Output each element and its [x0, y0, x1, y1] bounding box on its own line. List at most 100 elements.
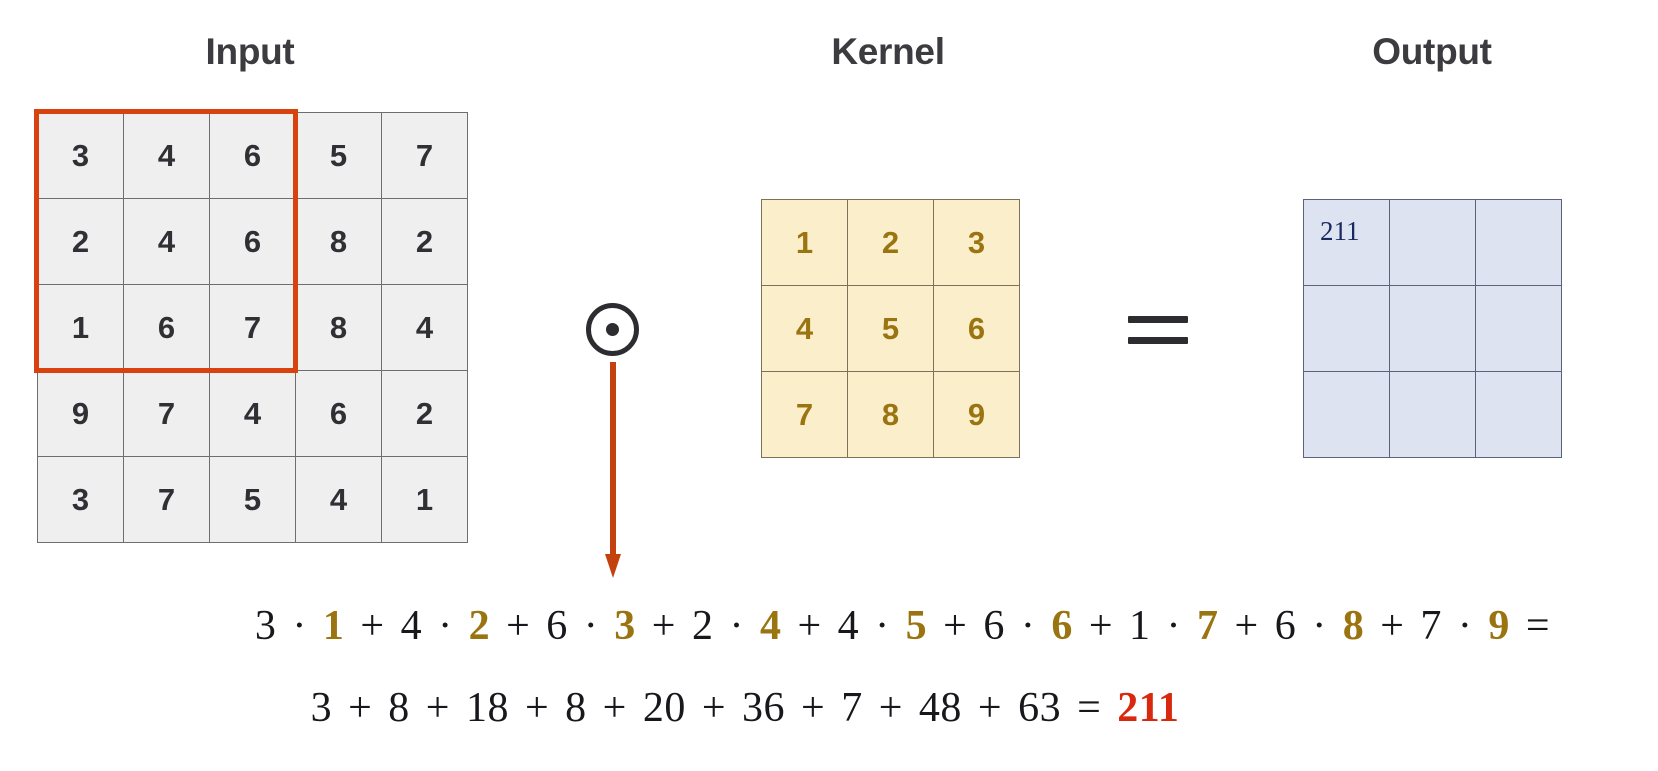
- equation-input-value: 6: [546, 603, 568, 649]
- output-cell-r0-c0: 211: [1304, 200, 1390, 286]
- equals-operator-icon: [1128, 300, 1188, 360]
- kernel-cell-r1-c1: 5: [848, 286, 934, 372]
- output-cell-r0-c2: [1476, 200, 1562, 286]
- kernel-cell-r2-c0: 7: [762, 372, 848, 458]
- equation-plus-sign: +: [513, 685, 561, 731]
- input-cell-r1-c1: 4: [124, 199, 210, 285]
- equation-input-value: 3: [254, 603, 277, 649]
- kernel-cell-r0-c0: 1: [762, 200, 848, 286]
- equation-result-value: 211: [1117, 685, 1180, 731]
- equation-multiply-sign: ·: [572, 603, 610, 649]
- kernel-cell-r1-c0: 4: [762, 286, 848, 372]
- input-cell-r3-c0: 9: [38, 371, 124, 457]
- equation-multiply-sign: ·: [1446, 603, 1484, 649]
- kernel-cell-r1-c2: 6: [934, 286, 1020, 372]
- equation-multiply-sign: ·: [864, 603, 901, 649]
- equation-products-line: 3 · 1 + 4 · 2 + 6 · 3 + 2 · 4 + 4 · 5 + …: [255, 602, 1555, 650]
- input-cell-r4-c0: 3: [38, 457, 124, 543]
- equation-product-value: 8: [388, 685, 410, 731]
- output-cell-r1-c1: [1390, 286, 1476, 372]
- equation-product-value: 3: [310, 685, 333, 731]
- equation-input-value: 7: [1420, 603, 1442, 649]
- equation-kernel-value: 2: [468, 603, 491, 649]
- equation-product-value: 48: [918, 685, 962, 731]
- equation-kernel-value: 6: [1051, 603, 1073, 649]
- equation-multiply-sign: ·: [718, 603, 755, 649]
- kernel-cell-r0-c2: 3: [934, 200, 1020, 286]
- equation-plus-sign: +: [495, 603, 542, 649]
- circled-dot-center: [606, 323, 619, 336]
- output-cell-r1-c2: [1476, 286, 1562, 372]
- equation-plus-sign: +: [790, 685, 837, 731]
- equation-plus-sign: +: [414, 685, 461, 731]
- input-cell-r0-c4: 7: [382, 113, 468, 199]
- input-cell-r4-c1: 7: [124, 457, 210, 543]
- equation-plus-sign: +: [591, 685, 638, 731]
- circled-dot-operator-icon: [586, 303, 639, 356]
- equals-bar-bottom: [1128, 337, 1188, 344]
- input-cell-r3-c2: 4: [210, 371, 296, 457]
- equation-product-value: 8: [565, 685, 587, 731]
- input-cell-r2-c2: 7: [210, 285, 296, 371]
- equation-multiply-sign: ·: [281, 603, 318, 649]
- equation-input-value: 4: [837, 603, 860, 649]
- equation-plus-sign: +: [1369, 603, 1416, 649]
- equation-plus-sign: +: [349, 603, 396, 649]
- equals-bar-top: [1128, 316, 1188, 323]
- equation-plus-sign: +: [690, 685, 737, 731]
- input-cell-r1-c3: 8: [296, 199, 382, 285]
- equation-multiply-sign: ·: [1009, 603, 1047, 649]
- equation-plus-sign: +: [867, 685, 914, 731]
- input-cell-r3-c1: 7: [124, 371, 210, 457]
- equation-equals-sign: =: [1066, 685, 1113, 731]
- input-cell-r2-c0: 1: [38, 285, 124, 371]
- output-cell-r2-c2: [1476, 372, 1562, 458]
- equation-input-value: 6: [1274, 603, 1297, 649]
- input-cell-r2-c4: 4: [382, 285, 468, 371]
- equation-plus-sign: +: [640, 603, 687, 649]
- equation-input-value: 4: [400, 603, 423, 649]
- equation-multiply-sign: ·: [1301, 603, 1338, 649]
- equation-kernel-value: 9: [1488, 603, 1510, 649]
- equation-multiply-sign: ·: [427, 603, 464, 649]
- input-cell-r0-c1: 4: [124, 113, 210, 199]
- equation-kernel-value: 4: [759, 603, 782, 649]
- equation-kernel-value: 7: [1197, 603, 1219, 649]
- kernel-cell-r2-c2: 9: [934, 372, 1020, 458]
- input-cell-r1-c0: 2: [38, 199, 124, 285]
- input-cell-r0-c3: 5: [296, 113, 382, 199]
- equation-equals-sign: =: [1514, 603, 1551, 649]
- equation-kernel-value: 5: [905, 603, 928, 649]
- equation-plus-sign: +: [966, 685, 1014, 731]
- equation-kernel-value: 3: [614, 603, 636, 649]
- input-cell-r2-c1: 6: [124, 285, 210, 371]
- input-cell-r3-c3: 6: [296, 371, 382, 457]
- output-cell-r1-c0: [1304, 286, 1390, 372]
- input-cell-r2-c3: 8: [296, 285, 382, 371]
- equation-product-value: 18: [465, 685, 509, 731]
- equation-input-value: 1: [1129, 603, 1151, 649]
- equation-multiply-sign: ·: [1155, 603, 1193, 649]
- equation-sum-line: 3 + 8 + 18 + 8 + 20 + 36 + 7 + 48 + 63 =…: [311, 684, 1180, 732]
- input-cell-r4-c2: 5: [210, 457, 296, 543]
- input-cell-r4-c4: 1: [382, 457, 468, 543]
- input-cell-r1-c4: 2: [382, 199, 468, 285]
- equation-plus-sign: +: [337, 685, 384, 731]
- equation-kernel-value: 1: [322, 603, 345, 649]
- equation-plus-sign: +: [1077, 603, 1125, 649]
- equation-kernel-value: 8: [1342, 603, 1365, 649]
- output-matrix: 211: [1303, 199, 1562, 458]
- output-cell-r2-c0: [1304, 372, 1390, 458]
- equation-plus-sign: +: [932, 603, 979, 649]
- page-title-input: Input: [205, 31, 295, 72]
- kernel-cell-r0-c1: 2: [848, 200, 934, 286]
- output-cell-r0-c1: [1390, 200, 1476, 286]
- equation-product-value: 7: [841, 685, 863, 731]
- equation-input-value: 2: [691, 603, 714, 649]
- input-cell-r0-c2: 6: [210, 113, 296, 199]
- output-cell-r2-c1: [1390, 372, 1476, 458]
- input-cell-r3-c4: 2: [382, 371, 468, 457]
- kernel-cell-r2-c1: 8: [848, 372, 934, 458]
